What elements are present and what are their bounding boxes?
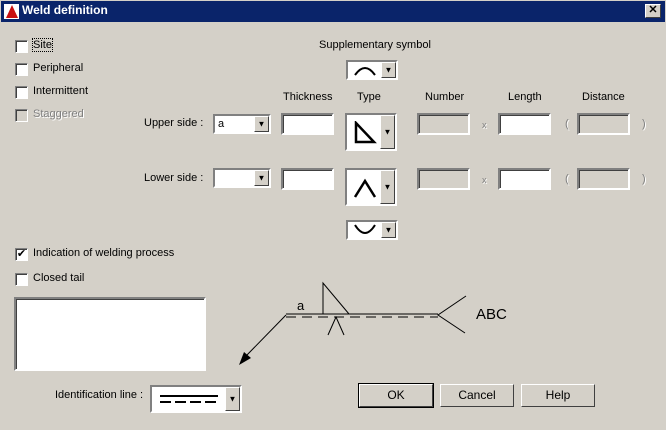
identification-label: Identification line : bbox=[55, 389, 144, 401]
process-textarea[interactable] bbox=[14, 297, 206, 371]
chevron-down-icon[interactable]: ▼ bbox=[381, 62, 396, 78]
length-header: Length bbox=[508, 91, 542, 103]
lower-times-sign: x bbox=[482, 175, 487, 185]
preview-tail-text: ABC bbox=[476, 306, 507, 323]
close-button[interactable]: ✕ bbox=[645, 4, 661, 18]
chevron-down-icon[interactable]: ▼ bbox=[381, 222, 396, 238]
supplementary-bottom-combo[interactable]: ▼ bbox=[346, 220, 398, 240]
peripheral-checkbox[interactable] bbox=[15, 63, 28, 76]
weld-preview bbox=[239, 281, 467, 365]
dashed-line-icon bbox=[160, 395, 218, 403]
peripheral-label[interactable]: Peripheral bbox=[33, 62, 84, 74]
preview-dimension: a bbox=[297, 298, 305, 313]
distance-header: Distance bbox=[582, 91, 625, 103]
upper-times-sign: x bbox=[482, 120, 487, 130]
upper-side-combo[interactable]: a ▼ bbox=[213, 114, 271, 134]
upper-side-label: Upper side : bbox=[144, 117, 204, 129]
lower-side-combo[interactable]: ▼ bbox=[213, 168, 271, 188]
lower-number-input bbox=[417, 168, 470, 190]
staggered-checkbox bbox=[15, 109, 28, 122]
intermittent-checkbox[interactable] bbox=[15, 86, 28, 99]
lower-distance-input bbox=[577, 168, 630, 190]
intermittent-label[interactable]: Intermittent bbox=[33, 85, 89, 97]
v-weld-icon bbox=[353, 178, 377, 198]
upper-thickness-input[interactable] bbox=[281, 113, 334, 135]
site-checkbox[interactable] bbox=[15, 40, 28, 53]
number-header: Number bbox=[425, 91, 465, 103]
closed-tail-label[interactable]: Closed tail bbox=[33, 272, 85, 284]
fillet-weld-icon bbox=[354, 121, 377, 144]
window-title: Weld definition bbox=[22, 3, 108, 17]
type-header: Type bbox=[357, 91, 381, 103]
upper-type-combo[interactable]: ▼ bbox=[345, 113, 397, 151]
upper-distance-input bbox=[577, 113, 630, 135]
chevron-down-icon[interactable]: ▼ bbox=[225, 387, 240, 411]
lower-length-input[interactable] bbox=[498, 168, 551, 190]
lower-side-label: Lower side : bbox=[144, 172, 204, 184]
indication-label[interactable]: Indication of welding process bbox=[33, 247, 175, 259]
supplementary-top-combo[interactable]: ▼ bbox=[346, 60, 398, 80]
upper-number-input bbox=[417, 113, 470, 135]
lower-thickness-input[interactable] bbox=[281, 168, 334, 190]
upper-open-paren: ( bbox=[565, 118, 569, 130]
concave-symbol-icon bbox=[354, 224, 376, 234]
closed-tail-checkbox[interactable] bbox=[15, 273, 28, 286]
indication-checkbox[interactable]: ✔ bbox=[15, 248, 28, 261]
identification-combo[interactable]: ▼ bbox=[150, 385, 242, 413]
chevron-down-icon[interactable]: ▼ bbox=[254, 170, 269, 186]
app-icon bbox=[4, 4, 19, 19]
upper-length-input[interactable] bbox=[498, 113, 551, 135]
lower-open-paren: ( bbox=[565, 173, 569, 185]
lower-close-paren: ) bbox=[642, 173, 646, 185]
help-button[interactable]: Help bbox=[521, 384, 595, 407]
thickness-header: Thickness bbox=[283, 91, 333, 103]
lower-type-combo[interactable]: ▼ bbox=[345, 168, 397, 206]
chevron-down-icon[interactable]: ▼ bbox=[380, 115, 395, 149]
chevron-down-icon[interactable]: ▼ bbox=[380, 170, 395, 204]
convex-symbol-icon bbox=[354, 67, 376, 76]
cancel-button[interactable]: Cancel bbox=[440, 384, 514, 407]
staggered-label: Staggered bbox=[33, 108, 84, 120]
site-label[interactable]: Site bbox=[32, 38, 53, 52]
chevron-down-icon[interactable]: ▼ bbox=[254, 116, 269, 132]
ok-button[interactable]: OK bbox=[358, 383, 434, 408]
upper-side-value: a bbox=[218, 118, 225, 130]
upper-close-paren: ) bbox=[642, 118, 646, 130]
supplementary-label: Supplementary symbol bbox=[319, 39, 431, 51]
